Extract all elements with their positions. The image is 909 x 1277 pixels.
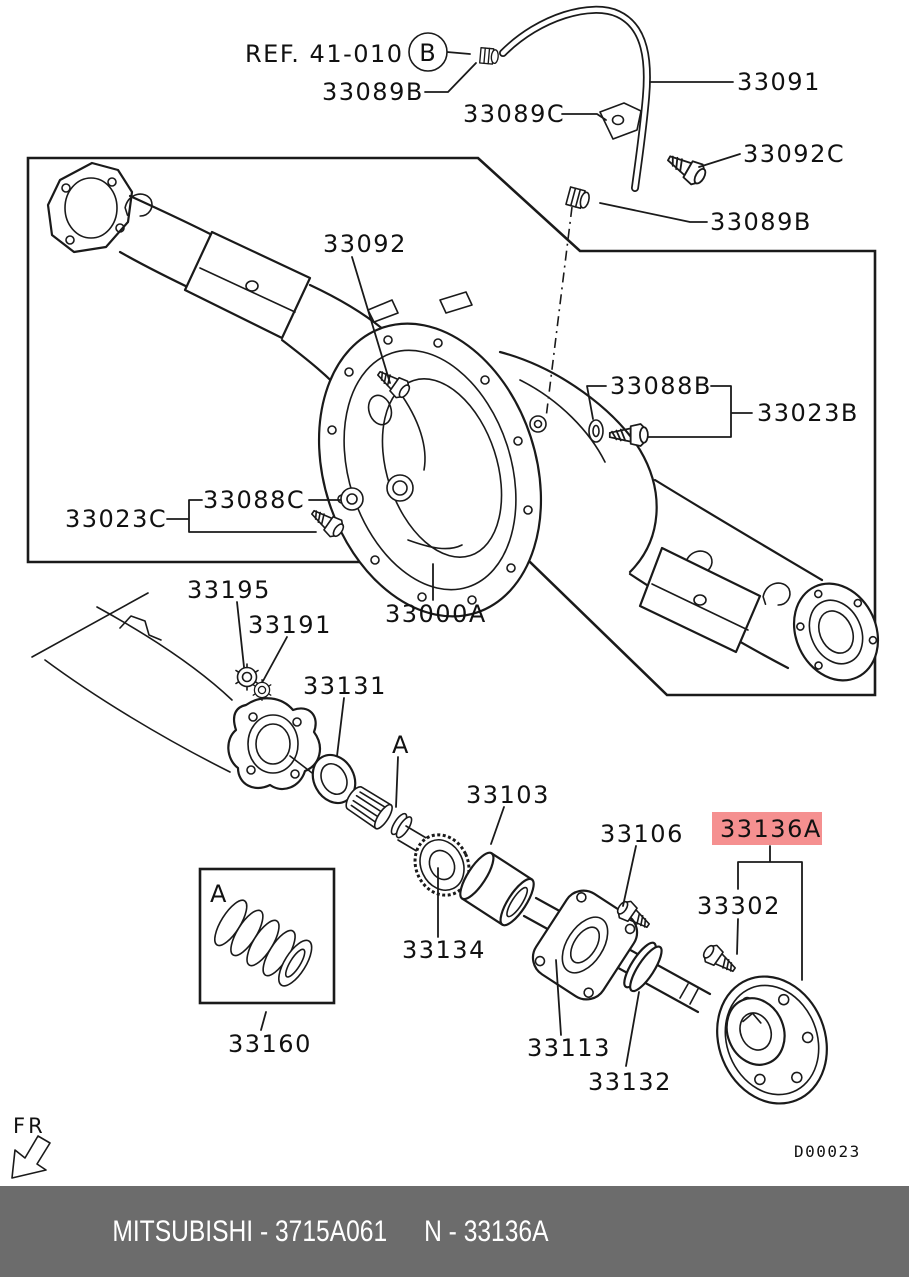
callout-33113[interactable]: 33113 — [527, 1034, 611, 1062]
collar-33103 — [459, 851, 535, 927]
callout-33195[interactable]: 33195 — [187, 576, 271, 604]
callout-33091[interactable]: 33091 — [737, 68, 821, 96]
callout-33000a[interactable]: 33000A — [385, 600, 487, 628]
view-b-marker[interactable]: B — [419, 39, 436, 67]
spring-33160 — [214, 899, 313, 987]
highlight-33136a[interactable] — [712, 812, 822, 845]
fr-label: FR — [13, 1114, 46, 1138]
snap-ring — [390, 812, 413, 839]
callout-33302[interactable]: 33302 — [697, 892, 781, 920]
callout-33103[interactable]: 33103 — [466, 781, 550, 809]
callout-33023c[interactable]: 33023C — [65, 505, 167, 533]
drawing-code: D00023 — [794, 1142, 861, 1161]
section-marker-a: A — [392, 731, 409, 759]
bolt-33092c — [662, 147, 711, 190]
view-b-circle[interactable] — [408, 32, 448, 72]
housing-enclosure-box — [26, 156, 877, 697]
callout-33136a[interactable]: 33136A — [720, 815, 822, 843]
callout-33131[interactable]: 33131 — [303, 672, 387, 700]
seal-33131 — [311, 753, 357, 805]
callout-33089b-top[interactable]: 33089B — [322, 78, 424, 106]
footer-bar: MITSUBISHI - 3715A061 N - 33136A — [0, 1186, 909, 1277]
backing-plate-33113 — [531, 889, 639, 1001]
breather-fitting-top — [479, 47, 500, 66]
callout-labels: REF. 41-010 B 33089B 33089C 33091 33092C… — [65, 32, 859, 1096]
callout-33088b[interactable]: 33088B — [610, 372, 712, 400]
stud-33302 — [699, 940, 741, 979]
ref-label[interactable]: REF. 41-010 — [245, 40, 404, 68]
callout-33088c[interactable]: 33088C — [203, 486, 305, 514]
callout-33092[interactable]: 33092 — [323, 230, 407, 258]
bearing-33134 — [413, 833, 471, 897]
callout-33089b-mid[interactable]: 33089B — [710, 208, 812, 236]
callout-33089c[interactable]: 33089C — [463, 100, 565, 128]
fr-arrow-icon — [11, 1135, 51, 1179]
footer-brand-part: MITSUBISHI - 3715A061 — [112, 1214, 388, 1248]
hose-clamp — [599, 102, 642, 140]
callout-33132[interactable]: 33132 — [588, 1068, 672, 1096]
callout-33106[interactable]: 33106 — [600, 820, 684, 848]
callout-33023b[interactable]: 33023B — [757, 399, 859, 427]
axle-shaft-assembly-drawing — [31, 592, 828, 1105]
section-box-marker-a: A — [210, 880, 227, 908]
callout-33160[interactable]: 33160 — [228, 1030, 312, 1058]
hub-flange-33136a — [716, 975, 828, 1105]
footer-catalog-number: N - 33136A — [424, 1214, 549, 1248]
breather-hose-assembly-drawing — [479, 5, 711, 419]
shaft-spline-end — [345, 786, 393, 830]
ring-33132 — [623, 941, 663, 993]
callout-33134[interactable]: 33134 — [402, 936, 486, 964]
leader-lines — [166, 51, 803, 1067]
section-a-box — [198, 867, 336, 1005]
breather-grommet — [565, 186, 592, 211]
orientation-annotation: FR D00023 — [11, 1114, 861, 1179]
callout-33092c[interactable]: 33092C — [743, 140, 845, 168]
axle-housing-drawing — [46, 161, 880, 682]
callout-33191[interactable]: 33191 — [248, 611, 332, 639]
